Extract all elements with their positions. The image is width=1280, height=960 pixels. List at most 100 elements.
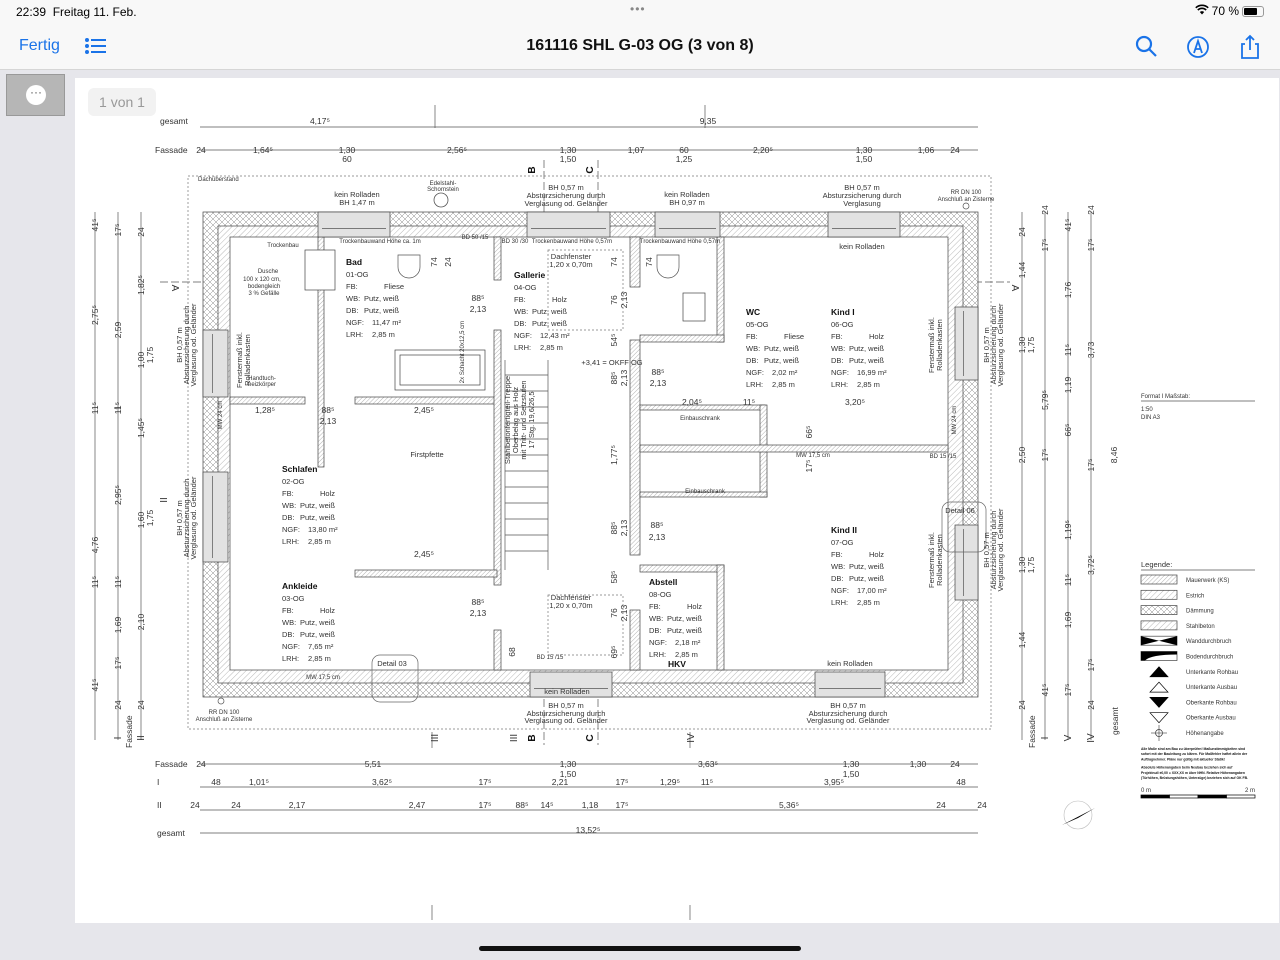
scale-value: 1:50 (1141, 407, 1153, 413)
status-bar: 22:39 Freitag 11. Feb. ••• 70 % (0, 0, 1280, 24)
dimension-label: 1,29⁵ (660, 777, 680, 787)
annotation: BD 15 /15 (930, 454, 957, 460)
dimension-label: 48 (956, 777, 966, 787)
legend-label: Dämmung (1186, 609, 1214, 615)
north-arrow-icon (1062, 808, 1095, 825)
annotation: Verglasung od. Geländer (996, 303, 1005, 386)
room-field-value: Putz, weiß (667, 626, 702, 635)
annotation: Verglasung od. Geländer (189, 476, 198, 559)
navigation-bar: Fertig 161116 SHL G-03 OG (3 von 8) (0, 24, 1280, 70)
interior-wall (354, 569, 498, 578)
room-field-label: NGF: (346, 318, 364, 327)
annotation: Absturzsicherung durch (823, 191, 902, 200)
page-thumbnail[interactable]: ··· (6, 74, 65, 116)
window (954, 524, 979, 601)
rain-pipe (962, 202, 970, 210)
dimension-label: 3,72⁵ (1086, 555, 1096, 575)
annotation: 2x Schacht 20x12,5 cm (460, 321, 466, 383)
bathtub-inner (399, 354, 481, 386)
dimension-label: 1,50 (856, 154, 873, 164)
note-text: Absolute Höhenangaben beim Neubau bezieh… (1141, 766, 1233, 770)
dimension-label: 1,50 (560, 769, 577, 779)
annotation: Detail 06 (945, 506, 975, 515)
dimension-label: 11⁵ (743, 397, 755, 407)
legend-label: Oberkante Ausbau (1186, 716, 1236, 722)
section-mark-B: B (527, 166, 538, 173)
dimension-label: 24 (443, 257, 453, 267)
dimension-label: 88⁵ (516, 800, 529, 810)
dimension-label: 24 (190, 800, 200, 810)
window (317, 211, 391, 238)
dimension-label: 2,95⁵ (113, 485, 123, 505)
dimension-label: 88⁵ (651, 520, 664, 530)
note-text: (Türhöhen, Brüstungshöhen, Unterzüge) be… (1141, 776, 1248, 780)
dimension-label: 2,50 (1017, 446, 1027, 463)
axis-mark: III (430, 734, 441, 742)
dimension-label: 69⁵ (609, 646, 619, 659)
search-icon[interactable] (1134, 34, 1160, 60)
annotation: MW 17,5 cm (306, 675, 340, 681)
room-field-value: Fliese (384, 282, 404, 291)
dimension-label: 88⁵ (472, 597, 485, 607)
window (814, 671, 886, 698)
document-title: 161116 SHL G-03 OG (3 von 8) (526, 37, 754, 54)
dimension-label: 1,07 (628, 145, 645, 155)
scale-bar-segment (1197, 794, 1227, 799)
annotation: kein Rolladen (334, 190, 379, 199)
legend-title: Legende: (1141, 560, 1172, 569)
annotation: RR DN 100 (209, 710, 240, 716)
axis-mark: II (136, 735, 147, 741)
room-name: Abstell (649, 577, 677, 587)
dimension-label: 2,13 (619, 604, 629, 621)
room-name: Gallerie (514, 270, 545, 280)
dimension-label: 24 (950, 759, 960, 769)
room-field-label: LRH: (282, 654, 299, 663)
multitasking-dots[interactable]: ••• (630, 2, 646, 16)
interior-wall (493, 236, 502, 281)
annotation: Absturzsicherung durch (527, 709, 606, 718)
room-field-value: Holz (869, 332, 884, 341)
dimension-label: 17⁵ (479, 800, 492, 810)
room-field-value: Putz, weiß (764, 356, 799, 365)
room-field-value: 2,85 m (308, 537, 331, 546)
list-icon[interactable] (85, 36, 107, 56)
room-field-label: NGF: (831, 368, 849, 377)
dimension-label: 2,13 (650, 378, 667, 388)
dimension-label: 24 (113, 700, 123, 710)
annotation: Schornstein (427, 187, 459, 193)
markup-icon[interactable] (1185, 34, 1211, 60)
room-code: 02-OG (282, 477, 305, 486)
room-field-label: FB: (649, 602, 661, 611)
dimension-label: 2,13 (649, 532, 666, 542)
annotation: Dachfenster (551, 252, 592, 261)
more-icon[interactable]: ··· (26, 85, 46, 105)
room-field-label: LRH: (831, 598, 848, 607)
room-field-label: FB: (282, 489, 294, 498)
annotation: Fenstermaß inkl. (927, 317, 936, 373)
dimension-label: 2,59 (113, 321, 123, 338)
washbasin (682, 292, 706, 322)
room-field-value: Putz, weiß (849, 574, 884, 583)
room-field-value: 2,85 m (772, 380, 795, 389)
annotation: BD 30 /30 (502, 239, 529, 245)
dimension-label: 13,52⁵ (576, 825, 601, 835)
legend-label: Unterkante Ausbau (1186, 685, 1237, 691)
share-icon[interactable] (1237, 34, 1263, 60)
section-mark-C: C (585, 734, 596, 741)
done-button[interactable]: Fertig (19, 37, 60, 54)
wall-opening-icon (1141, 636, 1177, 646)
dimension-label: 17⁵ (1086, 459, 1096, 472)
section-mark-A: A (1009, 285, 1020, 292)
annotation: bodengleich (248, 284, 280, 290)
annotation: Dachüberstand (198, 177, 239, 183)
dimension-label: 1,19 (1063, 376, 1073, 393)
room-field-label: FB: (282, 606, 294, 615)
home-indicator[interactable] (479, 946, 801, 951)
interior-wall (639, 334, 725, 343)
dimension-label: 1,50 (560, 154, 577, 164)
room-field-value: Putz, weiß (300, 630, 335, 639)
annotation: Verglasung od. Geländer (996, 508, 1005, 591)
room-field-value: Putz, weiß (667, 614, 702, 623)
scale-bar-segment (1226, 794, 1256, 799)
room-name: WC (746, 307, 760, 317)
